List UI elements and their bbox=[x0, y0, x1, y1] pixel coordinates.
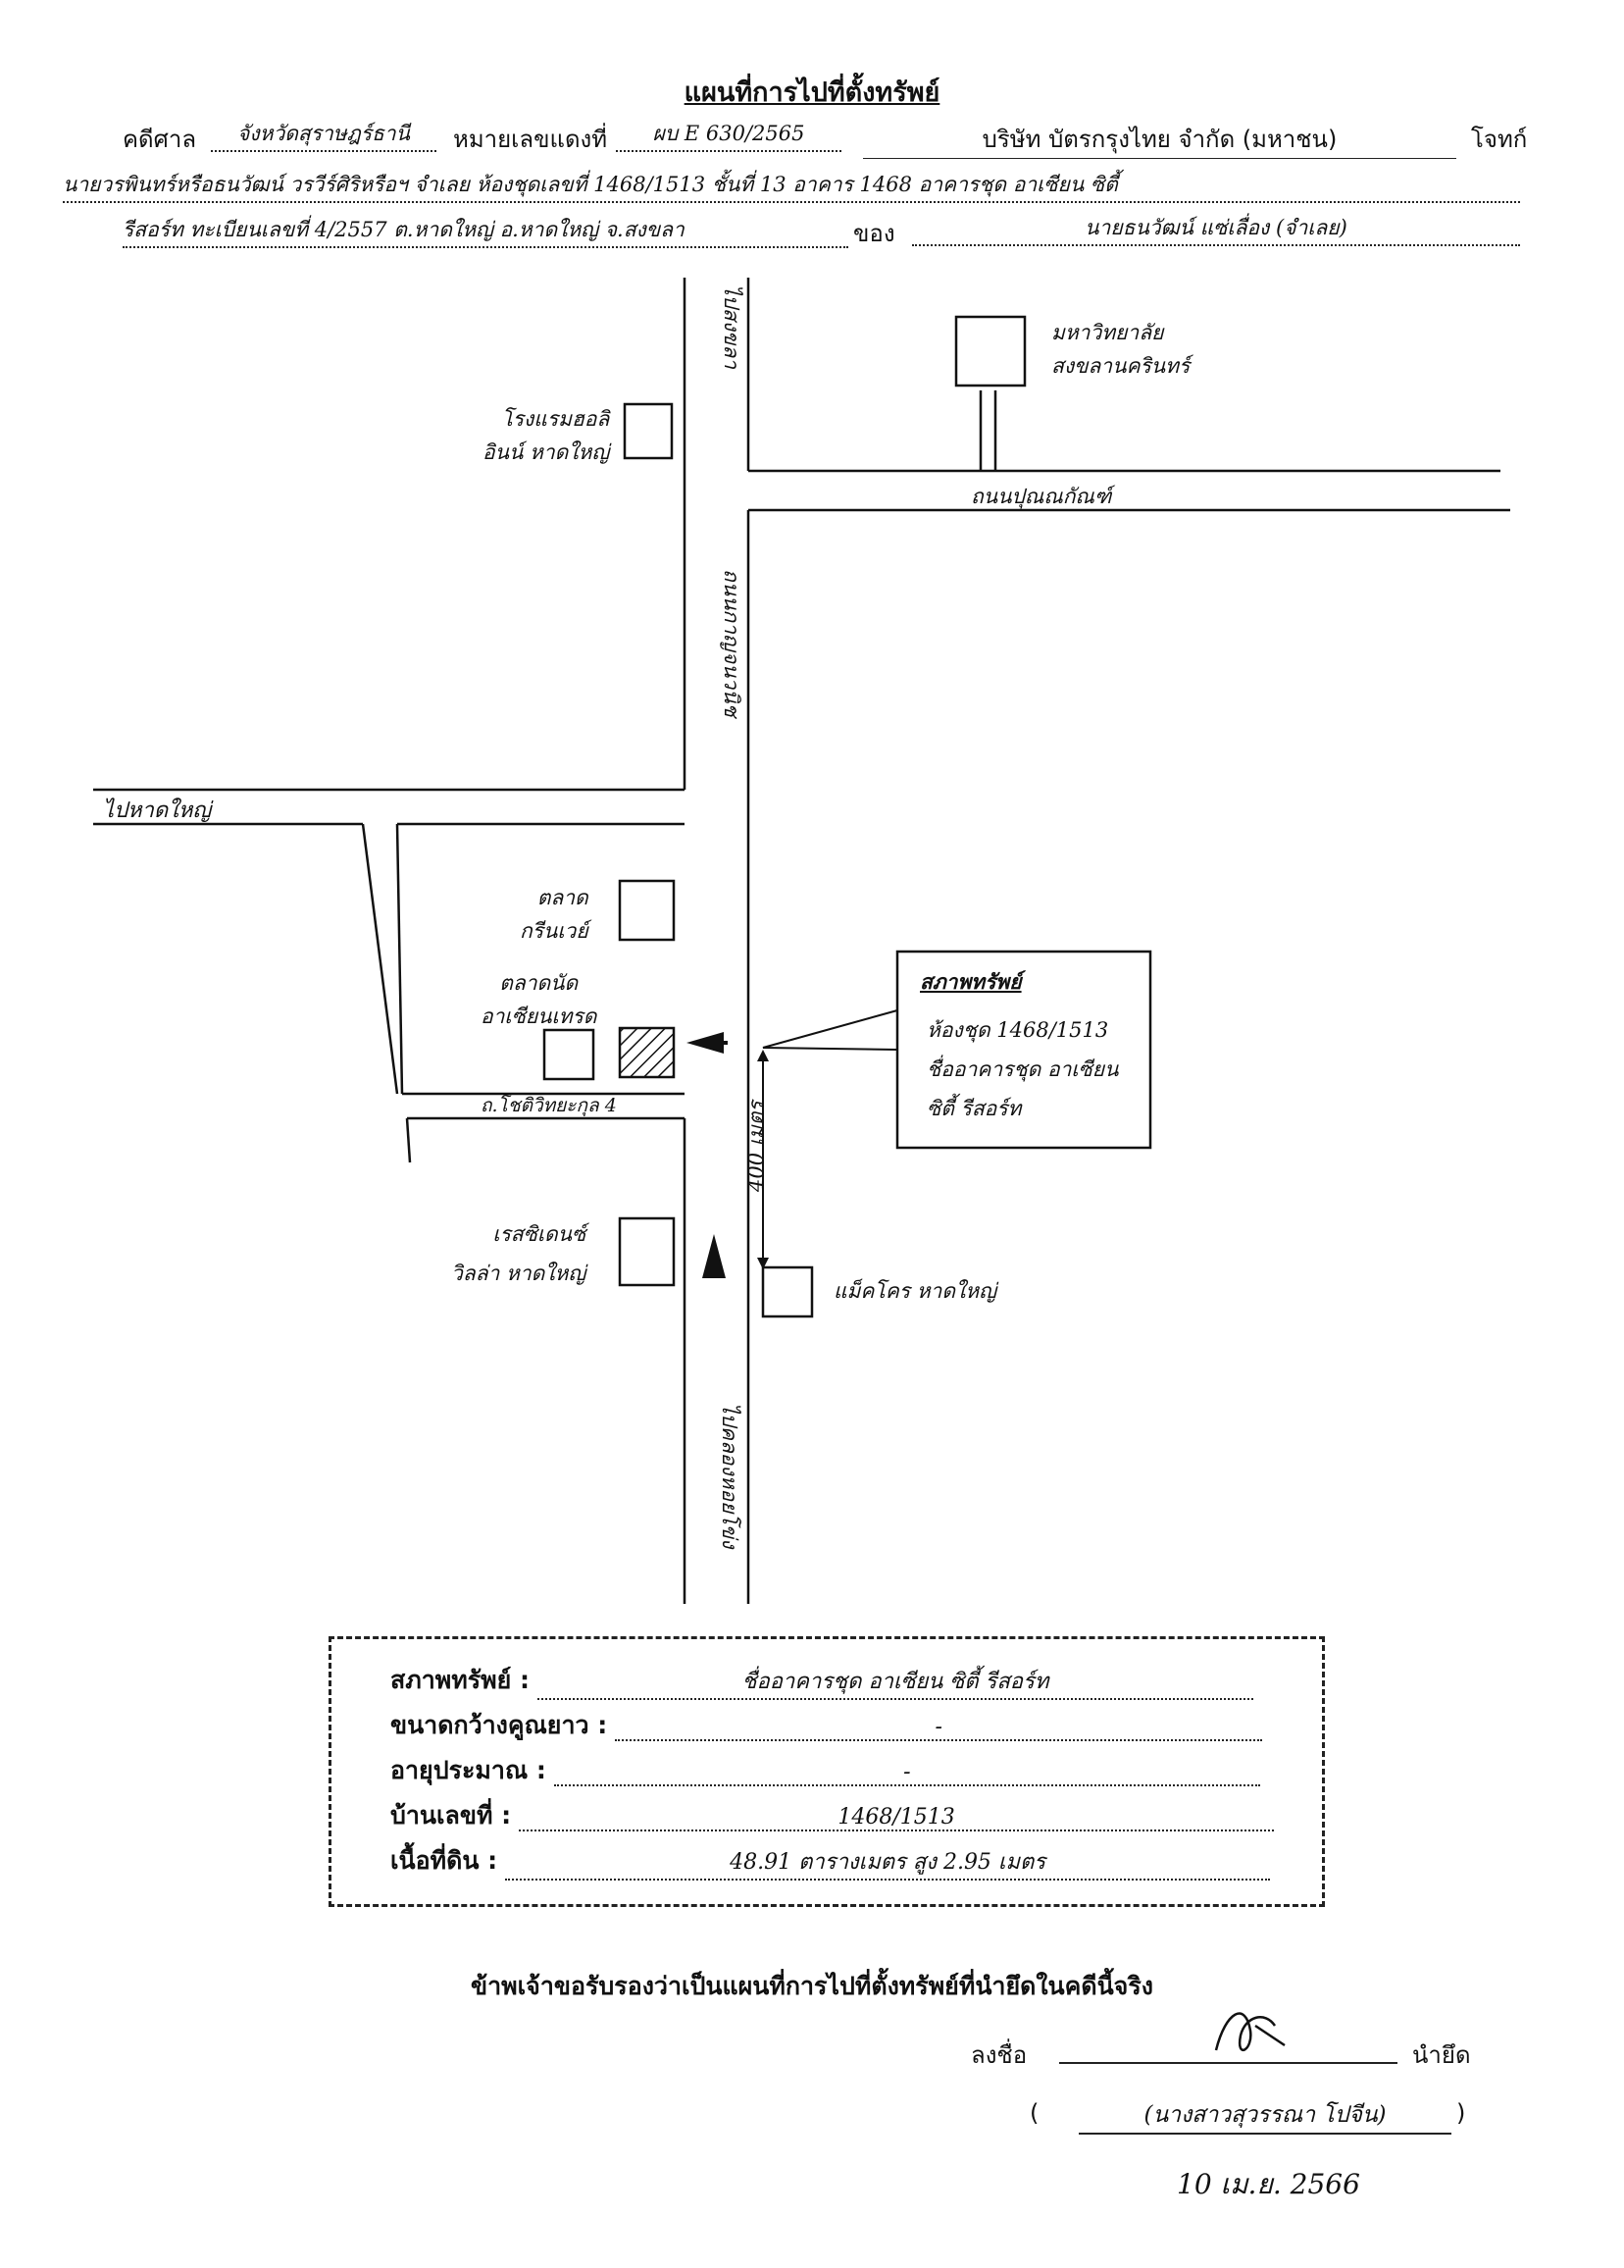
kanchanawanit-road-label: ถนนกาญจนวนิช bbox=[720, 569, 743, 717]
asean-market-box bbox=[542, 1028, 595, 1081]
soi-label: ถ.โชติวิทยะกุล 4 bbox=[481, 1095, 617, 1116]
callout-box bbox=[895, 950, 1152, 1150]
to-khlonghoi-label: ไปคลองหอยโข่ง bbox=[718, 1403, 741, 1549]
university-box bbox=[954, 315, 1027, 387]
signature-mark bbox=[1214, 2012, 1286, 2052]
sign-label: ลงชื่อ bbox=[971, 2041, 1028, 2069]
signature-line bbox=[1059, 2062, 1397, 2064]
registration-line: รีสอร์ท ทะเบียนเลขที่ 4/2557 ต.หาดใหญ่ อ… bbox=[123, 214, 848, 248]
paren-close: ) bbox=[1456, 2099, 1466, 2127]
certification-text: ข้าพเจ้าขอรับรองว่าเป็นแผนที่การไปที่ตั้… bbox=[471, 1972, 1153, 2000]
house-number-value: 1468/1513 bbox=[519, 1805, 1275, 1831]
to-hatyai-label: ไปหาดใหญ่ bbox=[103, 799, 212, 823]
case-label: หมายเลขแดงที่ bbox=[453, 126, 608, 153]
side-road-left-edge bbox=[361, 823, 399, 1095]
asean-market-label: ตลาดนัด อาเซียนเทรด bbox=[481, 971, 597, 1028]
soi-stub bbox=[405, 1117, 412, 1163]
signer-name: (นางสาวสุวรรณา โปจีน) bbox=[1079, 2097, 1451, 2135]
page-title: แผนที่การไปที่ตั้งทรัพย์ bbox=[684, 77, 940, 108]
owner-value: นายธนวัฒน์ แซ่เลื่อง (จำเลย) bbox=[912, 212, 1520, 246]
north-arrow bbox=[702, 1234, 726, 1278]
punnakan-road-label: ถนนปุณณกัณฑ์ bbox=[971, 485, 1112, 508]
market-label: ตลาด กรีนเวย์ bbox=[520, 886, 588, 943]
age-value: - bbox=[553, 1760, 1260, 1786]
size-label: ขนาดกว้างคูณยาว : bbox=[390, 1711, 608, 1739]
land-area-label: เนื้อที่ดิน : bbox=[390, 1846, 498, 1875]
plaintiff-value: บริษัท บัตรกรุงไทย จำกัด (มหาชน) bbox=[863, 120, 1456, 159]
residence-label: เรสซิเดนซ์ วิลล่า หาดใหญ่ bbox=[451, 1222, 586, 1285]
university-label: มหาวิทยาลัย สงขลานครินทร์ bbox=[1051, 321, 1191, 378]
date: 10 เม.ย. 2566 bbox=[1177, 2168, 1360, 2200]
target-property-box bbox=[618, 1026, 676, 1079]
to-songkhla-label: ไปสงขลา bbox=[720, 284, 743, 369]
paren-open: ( bbox=[1030, 2099, 1040, 2127]
size-value: - bbox=[615, 1715, 1263, 1741]
target-arrow bbox=[686, 1032, 724, 1054]
makro-box bbox=[761, 1265, 814, 1318]
of-label: ของ bbox=[853, 220, 895, 247]
block-left-edge bbox=[395, 823, 404, 1095]
land-area-value: 48.91 ตารางเมตร สูง 2.95 เมตร bbox=[505, 1844, 1271, 1881]
condition-value: ชื่ออาคารชุด อาเซียน ซิตี้ รีสอร์ท bbox=[536, 1664, 1253, 1700]
sign-role: นำยึด bbox=[1412, 2041, 1471, 2069]
distance-label: 400 เมตร bbox=[744, 1101, 768, 1192]
defendant-line: นายวรพินทร์หรือธนวัฒน์ วรวีร์ศิริหรือฯ จ… bbox=[63, 169, 1520, 203]
callout-title: สภาพทรัพย์ bbox=[920, 969, 1022, 994]
property-details-box: สภาพทรัพย์ : ชื่ออาคารชุด อาเซียน ซิตี้ … bbox=[329, 1636, 1325, 1907]
plaintiff-label: โจทก์ bbox=[1471, 126, 1528, 153]
callout-body: ห้องชุด 1468/1513 ชื่ออาคารชุด อาเซียน ซ… bbox=[927, 1018, 1119, 1120]
residence-box bbox=[618, 1216, 676, 1287]
court-value: จังหวัดสุราษฎร์ธานี bbox=[211, 118, 436, 152]
court-label: คดีศาล bbox=[123, 126, 197, 153]
age-label: อายุประมาณ : bbox=[390, 1756, 546, 1784]
market-box bbox=[618, 879, 676, 942]
makro-label: แม็คโคร หาดใหญ่ bbox=[834, 1279, 996, 1303]
hotel-label: โรงแรมฮอลิ อินน์ หาดใหญ่ bbox=[482, 407, 610, 464]
case-value: ผบ E 630/2565 bbox=[616, 118, 841, 152]
condition-label: สภาพทรัพย์ : bbox=[390, 1666, 530, 1694]
house-number-label: บ้านเลขที่ : bbox=[390, 1801, 512, 1830]
hotel-box bbox=[623, 402, 674, 460]
